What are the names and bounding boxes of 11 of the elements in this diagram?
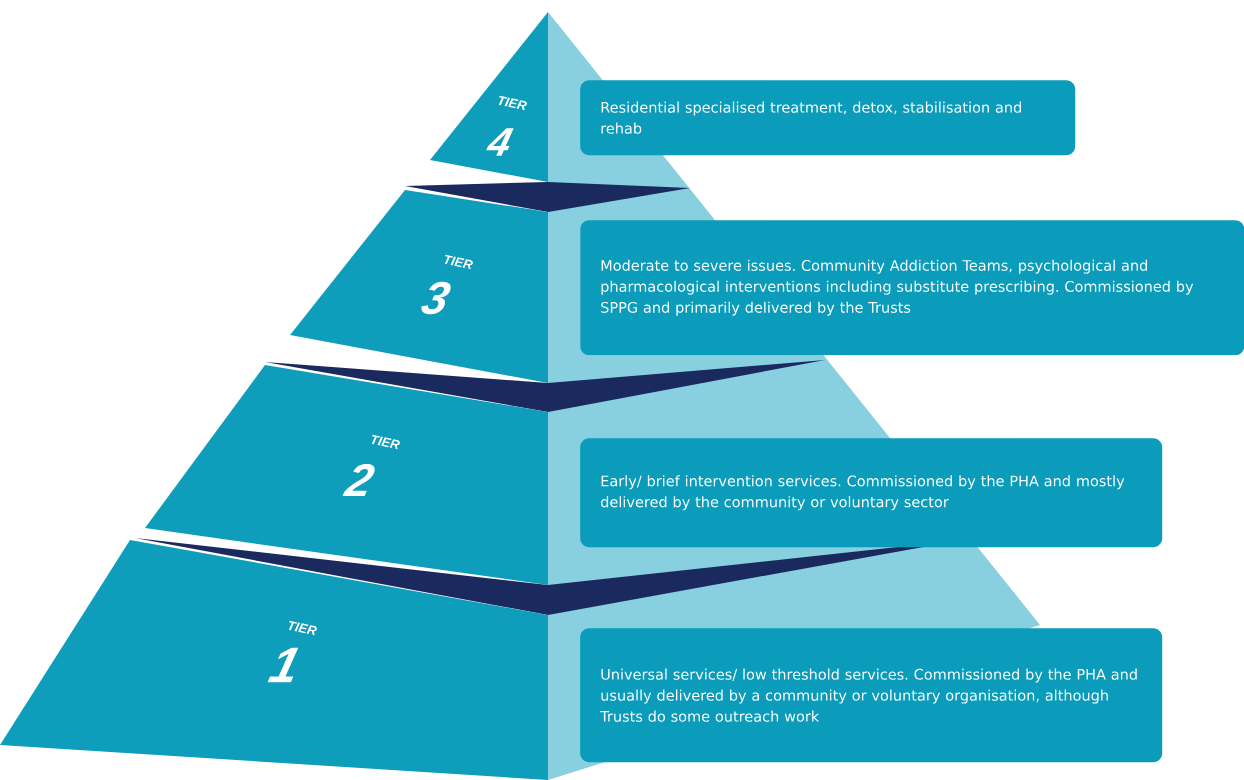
node-label: 1 [267,647,299,683]
tier-block: TIER 1 [0,540,548,780]
node-label: 3 [421,281,451,315]
info-box: Residential specialised treatment, detox, stabilisation and rehab [580,80,1076,156]
node-label: TIER [371,434,400,450]
node-label: TIER [288,620,317,636]
node-label: 2 [342,463,375,497]
info-box: Universal services/ low threshold services. Commissioned by the PHA and usually delivered by a community or voluntary organisation, although Trusts do some outreach work [580,628,1163,763]
info-box: Early/ brief intervention services. Commissioned by the PHA and mostly delivered by the community or voluntary sector [580,438,1163,548]
info-box: Moderate to severe issues. Community Addiction Teams, psychological and pharmacological interventions including substitute prescribing. Commissioned by SPPG and primarily delivered by the Trusts [580,220,1244,356]
node-label: TIER [444,254,473,270]
